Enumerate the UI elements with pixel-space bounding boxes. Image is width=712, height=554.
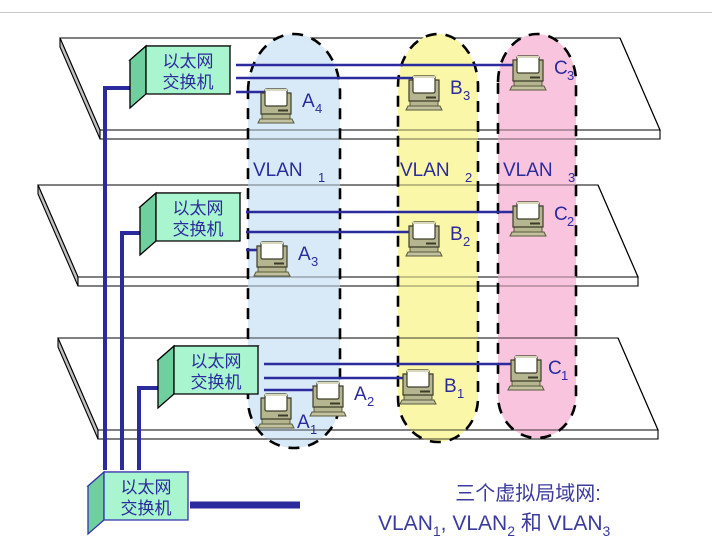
host-A2-label: A [354,384,367,405]
host-links-bottom [264,362,526,404]
host-C1-sub: 1 [561,368,568,383]
vlan1-label-group: VLAN 1 [253,160,325,185]
host-C1[interactable]: C 1 [507,355,568,391]
caption-sep1: , [441,512,453,535]
bottom-switch-label-line2: 交换机 [191,373,242,392]
host-A2-sub: 2 [367,394,374,409]
caption-conj: 和 [515,512,548,535]
host-A4-sub: 4 [315,101,322,116]
top-divider-rule [0,12,712,13]
vlan2-sub: 2 [465,170,472,185]
middle-switch-label-line1: 以太网 [173,199,224,218]
vlan-region-vlan1 [246,32,342,450]
host-B1-sub: 1 [457,386,464,401]
shelf-front-lip-overlays [38,37,661,440]
caption-vlan2: VLAN [452,512,507,535]
svg-text:VLAN1, VLAN2 和 VLAN3: VLAN1, VLAN2 和 VLAN3 [378,512,611,539]
middle-switch-label-line2: 交换机 [173,220,224,239]
core-switch-label-line1: 以太网 [121,478,172,497]
caption-vlan2-sub: 2 [507,523,515,539]
host-A3[interactable]: A 3 [253,241,318,277]
host-B3-sub: 3 [463,88,470,103]
core-switch-label-line2: 交换机 [121,499,172,518]
host-C2-sub: 2 [567,214,574,229]
caption-vlan1: VLAN [378,512,433,535]
bottom-shelf-switch[interactable]: 以太网 交换机 [157,345,259,409]
caption-vlan3: VLAN [548,512,603,535]
host-B3-label: B [450,78,463,99]
top-switch-label-line2: 交换机 [163,73,214,92]
vlan3-sub: 3 [568,170,575,185]
host-B2[interactable]: B 2 [405,221,470,257]
host-B1[interactable]: B 1 [399,369,464,405]
host-A2[interactable]: A 2 [309,381,374,417]
vlan2-label-group: VLAN 2 [400,160,472,185]
host-A4[interactable]: A 4 [257,88,322,124]
host-C3-sub: 3 [567,68,574,83]
core-switch[interactable]: 以太网 交换机 [87,471,189,535]
top-switch-label-line1: 以太网 [163,52,214,71]
host-A1[interactable]: A 1 [257,393,317,437]
host-A4-label: A [302,91,315,112]
host-B1-label: B [444,376,457,397]
vlan3-label-group: VLAN 3 [503,160,575,185]
vlan3-label: VLAN [503,160,553,181]
middle-shelf-switch[interactable]: 以太网 交换机 [139,192,241,256]
caption-vlan3-sub: 3 [603,523,611,539]
host-A3-label: A [298,244,311,265]
caption-vlan1-sub: 1 [433,523,441,539]
figure-caption-english: VLAN1, VLAN2 和 VLAN3 [378,512,611,539]
bottom-switch-label-line1: 以太网 [191,352,242,371]
host-B2-label: B [450,224,463,245]
host-B3[interactable]: B 3 [405,75,470,111]
host-A3-sub: 3 [311,254,318,269]
host-C1-label: C [548,358,562,379]
host-B2-sub: 2 [463,234,470,249]
host-C2[interactable]: C 2 [509,201,574,237]
vlan1-sub: 1 [318,170,325,185]
top-shelf-switch[interactable]: 以太网 交换机 [129,45,231,109]
host-C3[interactable]: C 3 [509,55,574,91]
host-C3-label: C [554,58,568,79]
figure-caption-chinese: 三个虚拟局域网: [455,482,601,505]
host-A1-sub: 1 [310,422,317,437]
vlan2-label: VLAN [400,160,450,181]
host-C2-label: C [554,204,568,225]
host-A1-label: A [297,412,310,433]
vlan1-label: VLAN [253,160,303,181]
host-links-top [236,63,532,94]
